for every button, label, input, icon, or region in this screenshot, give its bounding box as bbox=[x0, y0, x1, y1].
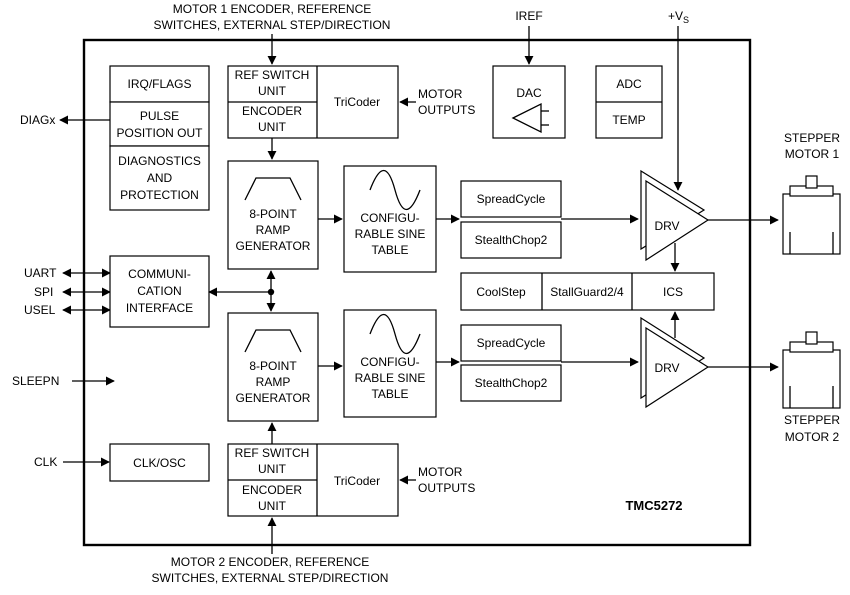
svg-text:DIAGNOSTICS: DIAGNOSTICS bbox=[118, 154, 201, 168]
pin-sleepn: SLEEPN bbox=[12, 374, 59, 388]
sine-1-icon bbox=[369, 169, 421, 211]
spreadcycle-2 bbox=[460, 324, 562, 362]
svg-text:AND: AND bbox=[147, 171, 173, 185]
sine-table-2 bbox=[343, 309, 437, 418]
communication-interface-block bbox=[109, 255, 210, 328]
stealthchop-1 bbox=[460, 221, 562, 259]
ramp-2-icon bbox=[244, 329, 302, 353]
encoder-1-line1: ENCODER bbox=[242, 104, 302, 118]
dac-amp-icon bbox=[511, 102, 542, 134]
svg-text:CONFIGU-: CONFIGU- bbox=[360, 355, 419, 369]
svg-text:PROTECTION: PROTECTION bbox=[120, 188, 199, 202]
motor-2-line1: STEPPER bbox=[784, 413, 840, 427]
ramp-1-icon bbox=[244, 177, 302, 201]
motor-outputs-2-line2: OUTPUTS bbox=[418, 481, 475, 495]
irq-flags-label: IRQ/FLAGS bbox=[127, 77, 191, 91]
stepper-motor-2-icon bbox=[782, 331, 841, 409]
ref-switch-2-line2: UNIT bbox=[258, 462, 287, 476]
bus-junction bbox=[267, 288, 275, 296]
svg-text:CATION: CATION bbox=[137, 284, 181, 298]
svg-text:RAMP: RAMP bbox=[256, 223, 291, 237]
iref-label: IREF bbox=[515, 9, 542, 23]
pin-diag: DIAGx bbox=[20, 113, 55, 127]
drv-1 bbox=[645, 179, 710, 262]
svg-text:StealthChop2: StealthChop2 bbox=[475, 233, 548, 247]
stepper-motor-1-icon bbox=[782, 175, 841, 255]
pin-usel: USEL bbox=[24, 303, 56, 317]
chip-name: TMC5272 bbox=[625, 498, 682, 513]
coolstep-stallguard-ics-row bbox=[460, 272, 715, 311]
encoder-2-line2: UNIT bbox=[258, 499, 287, 513]
svg-text:TABLE: TABLE bbox=[371, 387, 408, 401]
diagnostics-block bbox=[109, 145, 210, 211]
svg-text:8-POINT: 8-POINT bbox=[249, 207, 297, 221]
pin-uart: UART bbox=[24, 266, 57, 280]
tricoder-2-label: TriCoder bbox=[334, 474, 380, 488]
temp-label: TEMP bbox=[612, 113, 645, 127]
pin-clk: CLK bbox=[34, 455, 57, 469]
svg-text:RABLE SINE: RABLE SINE bbox=[355, 371, 426, 385]
svg-text:GENERATOR: GENERATOR bbox=[236, 239, 311, 253]
svg-text:8-POINT: 8-POINT bbox=[249, 359, 297, 373]
adc-label: ADC bbox=[616, 77, 642, 91]
ramp-generator-1 bbox=[227, 160, 319, 270]
tricoder-1-label: TriCoder bbox=[334, 95, 380, 109]
pulse-position-block bbox=[109, 101, 210, 147]
ics-label: ICS bbox=[663, 285, 683, 299]
ref-switch-1-line2: UNIT bbox=[258, 84, 287, 98]
svg-text:RAMP: RAMP bbox=[256, 375, 291, 389]
ref-switch-2-line1: REF SWITCH bbox=[235, 446, 310, 460]
drv-2-label: DRV bbox=[654, 361, 679, 375]
dac-label: DAC bbox=[516, 86, 542, 100]
clk-osc-label: CLK/OSC bbox=[133, 456, 186, 470]
encoder-2-line1: ENCODER bbox=[242, 483, 302, 497]
svg-text:INTERFACE: INTERFACE bbox=[126, 301, 193, 315]
encoder-1-line2: UNIT bbox=[258, 120, 287, 134]
motor-2-line2: MOTOR 2 bbox=[785, 430, 840, 444]
drv-1-label: DRV bbox=[654, 219, 679, 233]
motor-1-line2: MOTOR 1 bbox=[785, 147, 840, 161]
pin-spi: SPI bbox=[34, 285, 53, 299]
svg-text:RABLE SINE: RABLE SINE bbox=[355, 227, 426, 241]
stallguard-label: StallGuard2/4 bbox=[550, 285, 624, 299]
svg-text:PULSE: PULSE bbox=[140, 109, 179, 123]
sine-table-1 bbox=[343, 165, 437, 273]
svg-text:SpreadCycle: SpreadCycle bbox=[477, 336, 546, 350]
bottom-label-line1: MOTOR 2 ENCODER, REFERENCE bbox=[171, 555, 369, 569]
svg-text:CONFIGU-: CONFIGU- bbox=[360, 211, 419, 225]
spreadcycle-1 bbox=[460, 180, 562, 218]
svg-text:StealthChop2: StealthChop2 bbox=[475, 376, 548, 390]
ramp-generator-2 bbox=[227, 312, 319, 422]
irq-flags-block bbox=[109, 65, 210, 103]
motor-outputs-1-line2: OUTPUTS bbox=[418, 103, 475, 117]
top-label-line2: SWITCHES, EXTERNAL STEP/DIRECTION bbox=[154, 18, 391, 32]
stealthchop-2 bbox=[460, 364, 562, 402]
bottom-label-line2: SWITCHES, EXTERNAL STEP/DIRECTION bbox=[152, 571, 389, 585]
motor-1-line1: STEPPER bbox=[784, 131, 840, 145]
drv-2 bbox=[645, 326, 710, 409]
dac-block bbox=[492, 65, 566, 139]
vs-label: +VS bbox=[668, 9, 689, 25]
top-label-line1: MOTOR 1 ENCODER, REFERENCE bbox=[173, 2, 371, 16]
coolstep-label: CoolStep bbox=[476, 285, 526, 299]
svg-text:COMMUNI-: COMMUNI- bbox=[128, 267, 191, 281]
svg-text:SpreadCycle: SpreadCycle bbox=[477, 192, 546, 206]
ref-switch-1-line1: REF SWITCH bbox=[235, 68, 310, 82]
sine-2-icon bbox=[369, 313, 421, 355]
svg-text:GENERATOR: GENERATOR bbox=[236, 391, 311, 405]
motor-outputs-1-line1: MOTOR bbox=[418, 87, 463, 101]
svg-text:POSITION OUT: POSITION OUT bbox=[116, 126, 203, 140]
svg-text:TABLE: TABLE bbox=[371, 243, 408, 257]
motor-outputs-2-line1: MOTOR bbox=[418, 465, 463, 479]
clk-osc-block bbox=[109, 443, 210, 482]
